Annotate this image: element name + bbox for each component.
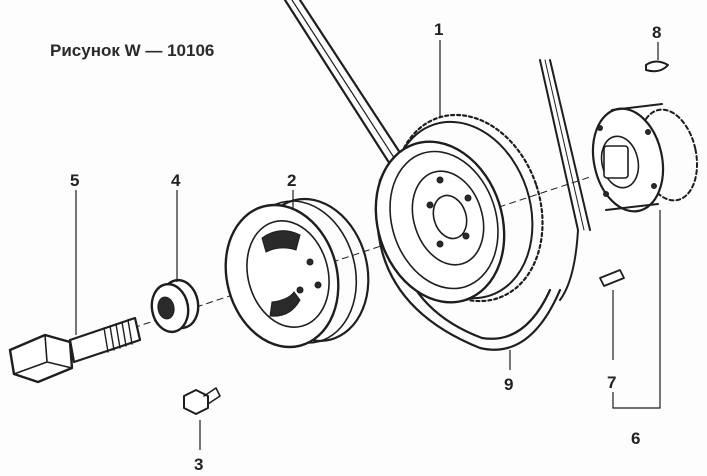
- callout-4: 4: [171, 171, 181, 190]
- leader-line-6: [612, 210, 661, 409]
- figure-caption: Рисунок W — 10106: [50, 41, 214, 60]
- crankshaft-pulley-1: [374, 113, 544, 304]
- callout-5: 5: [70, 171, 79, 190]
- washer-4: [150, 278, 200, 334]
- woodruff-key-8: [645, 60, 669, 73]
- bolt-5: [8, 316, 142, 384]
- callout-9: 9: [504, 375, 513, 394]
- callout-8: 8: [652, 23, 661, 42]
- callout-6: 6: [631, 429, 640, 448]
- callout-3: 3: [194, 455, 203, 474]
- timing-sprocket-6: [591, 103, 699, 213]
- pulley-2: [224, 197, 370, 349]
- pin-7: [599, 269, 625, 287]
- small-bolt-3: [183, 387, 221, 415]
- callout-7: 7: [607, 373, 616, 392]
- callout-1: 1: [434, 20, 443, 39]
- callout-2: 2: [287, 171, 296, 190]
